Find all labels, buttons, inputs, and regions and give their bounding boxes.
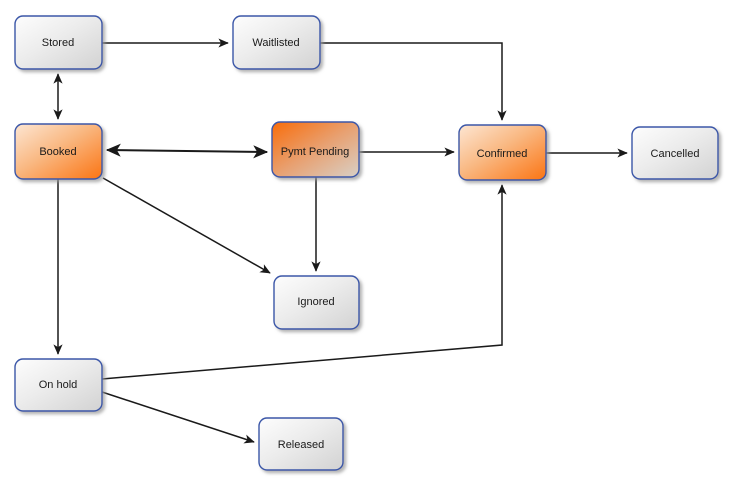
state-node-on_hold[interactable]: On hold bbox=[14, 358, 103, 412]
edges-layer bbox=[53, 38, 628, 444]
node-box-booked[interactable] bbox=[14, 123, 103, 180]
edge-booked-pymtpending-bidir bbox=[105, 143, 269, 159]
state-node-cancelled[interactable]: Cancelled bbox=[631, 126, 719, 180]
edge-booked-to-ignored bbox=[102, 177, 271, 274]
state-node-confirmed[interactable]: Confirmed bbox=[458, 124, 547, 181]
edge-waitlisted-to-confirmed bbox=[320, 42, 507, 121]
edge-onhold-to-confirmed bbox=[101, 184, 507, 380]
node-box-waitlisted[interactable] bbox=[232, 15, 321, 70]
node-box-stored[interactable] bbox=[14, 15, 103, 70]
edge-onhold-to-released bbox=[101, 391, 255, 444]
state-node-released[interactable]: Released bbox=[258, 417, 344, 471]
state-node-booked[interactable]: Booked bbox=[14, 123, 103, 180]
state-node-pymt_pending[interactable]: Pymt Pending bbox=[271, 121, 360, 178]
state-node-stored[interactable]: Stored bbox=[14, 15, 103, 70]
state-node-ignored[interactable]: Ignored bbox=[273, 275, 360, 330]
node-box-released[interactable] bbox=[258, 417, 344, 471]
node-box-pymt_pending[interactable] bbox=[271, 121, 360, 178]
node-box-cancelled[interactable] bbox=[631, 126, 719, 180]
node-box-confirmed[interactable] bbox=[458, 124, 547, 181]
node-box-ignored[interactable] bbox=[273, 275, 360, 330]
node-box-on_hold[interactable] bbox=[14, 358, 103, 412]
state-node-waitlisted[interactable]: Waitlisted bbox=[232, 15, 321, 70]
